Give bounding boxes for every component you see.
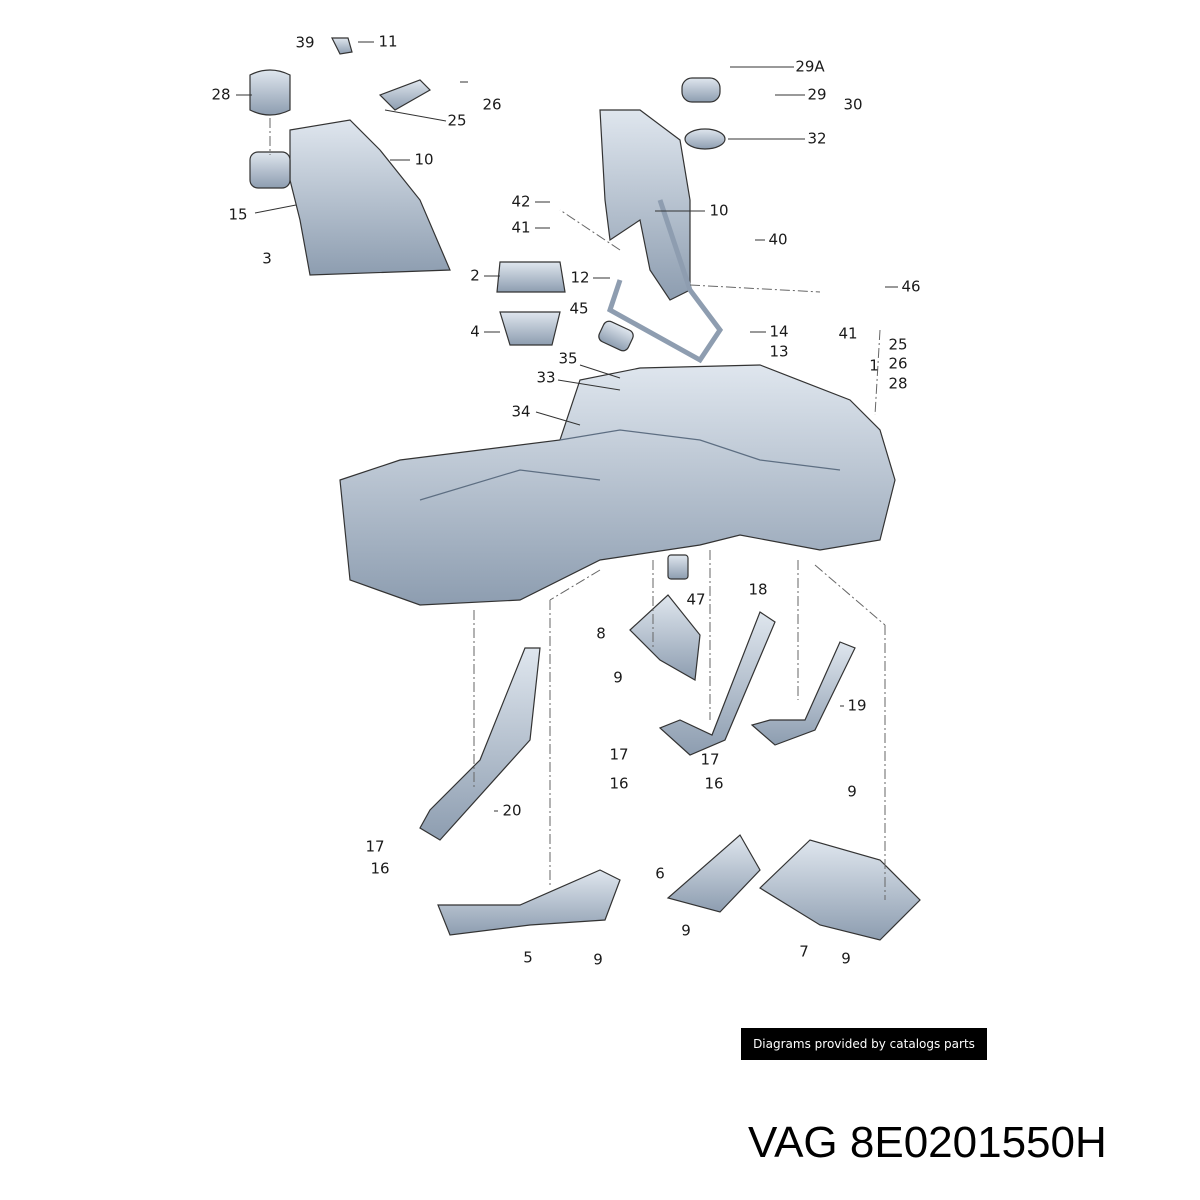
callout-label: 28 xyxy=(888,374,908,393)
hose-11 xyxy=(331,37,353,55)
callout-label: 9 xyxy=(841,949,851,968)
callout-label: 26 xyxy=(888,354,908,373)
callout-label: 25 xyxy=(447,111,467,130)
heat-shield-7 xyxy=(759,839,921,941)
callout-label: 16 xyxy=(609,774,629,793)
callout-label: 45 xyxy=(569,299,589,318)
callout-label: 42 xyxy=(511,192,531,211)
callout-label: 4 xyxy=(470,322,480,341)
callout-label: 29A xyxy=(795,57,825,76)
filler-neck-inset xyxy=(289,119,451,276)
callout-label: 40 xyxy=(768,230,788,249)
callout-label: 17 xyxy=(365,837,385,856)
vent-connector-25 xyxy=(378,79,431,111)
heat-shield-8 xyxy=(629,594,701,681)
callout-label: 28 xyxy=(211,85,231,104)
strap-20 xyxy=(419,647,541,841)
leader-lines xyxy=(236,41,898,812)
callout-label: 39 xyxy=(295,33,315,52)
seal-32 xyxy=(684,128,726,150)
callout-label: 46 xyxy=(901,277,921,296)
callout-label: 16 xyxy=(704,774,724,793)
heat-shield-6 xyxy=(666,834,761,913)
callout-label: 16 xyxy=(370,859,390,878)
callout-label: 17 xyxy=(700,750,720,769)
callout-label: 9 xyxy=(681,921,691,940)
callout-label: 13 xyxy=(769,342,789,361)
callout-label: 41 xyxy=(838,324,858,343)
callout-label: 30 xyxy=(843,95,863,114)
callout-label: 47 xyxy=(686,590,706,609)
callout-label: 17 xyxy=(609,745,629,764)
callout-label: 6 xyxy=(655,864,665,883)
assembly-guide-lines xyxy=(269,118,886,900)
sensor-47 xyxy=(667,554,689,580)
callout-label: 15 xyxy=(228,205,248,224)
filter-45 xyxy=(598,320,634,352)
callout-label: 34 xyxy=(511,402,531,421)
callout-label: 5 xyxy=(523,948,533,967)
callout-label: 41 xyxy=(511,218,531,237)
callout-label: 26 xyxy=(482,95,502,114)
callout-label: 18 xyxy=(748,580,768,599)
strap-19 xyxy=(750,641,856,746)
callout-label: 14 xyxy=(769,322,789,341)
check-valve-28 xyxy=(249,69,291,116)
heat-shield-5 xyxy=(437,869,621,936)
callout-label: 7 xyxy=(799,942,809,961)
callout-label: 9 xyxy=(613,668,623,687)
callout-label: 10 xyxy=(709,201,729,220)
cap-30 xyxy=(681,77,721,103)
callout-label: 35 xyxy=(558,349,578,368)
callout-label: 11 xyxy=(378,32,398,51)
callout-label: 29 xyxy=(807,85,827,104)
callout-label: 2 xyxy=(470,266,480,285)
callout-label: 3 xyxy=(262,249,272,268)
callout-label: 1 xyxy=(869,356,879,375)
callout-label: 20 xyxy=(502,801,522,820)
fuel-tank xyxy=(339,364,896,606)
callout-label: 9 xyxy=(847,782,857,801)
callout-label: 32 xyxy=(807,129,827,148)
strap-18 xyxy=(658,611,776,756)
sender-4 xyxy=(499,311,561,346)
part-number: VAG 8E0201550H xyxy=(748,1118,1107,1167)
callout-label: 25 xyxy=(888,335,908,354)
callout-label: 19 xyxy=(847,696,867,715)
callout-label: 8 xyxy=(596,624,606,643)
callout-label: 10 xyxy=(414,150,434,169)
ring-2 xyxy=(496,261,566,293)
callout-label: 33 xyxy=(536,368,556,387)
callout-label: 9 xyxy=(593,950,603,969)
filler-neck xyxy=(599,109,691,301)
callout-label: 12 xyxy=(570,268,590,287)
credit-badge: Diagrams provided by catalogs parts xyxy=(741,1028,987,1060)
bracket-ring xyxy=(249,151,291,189)
